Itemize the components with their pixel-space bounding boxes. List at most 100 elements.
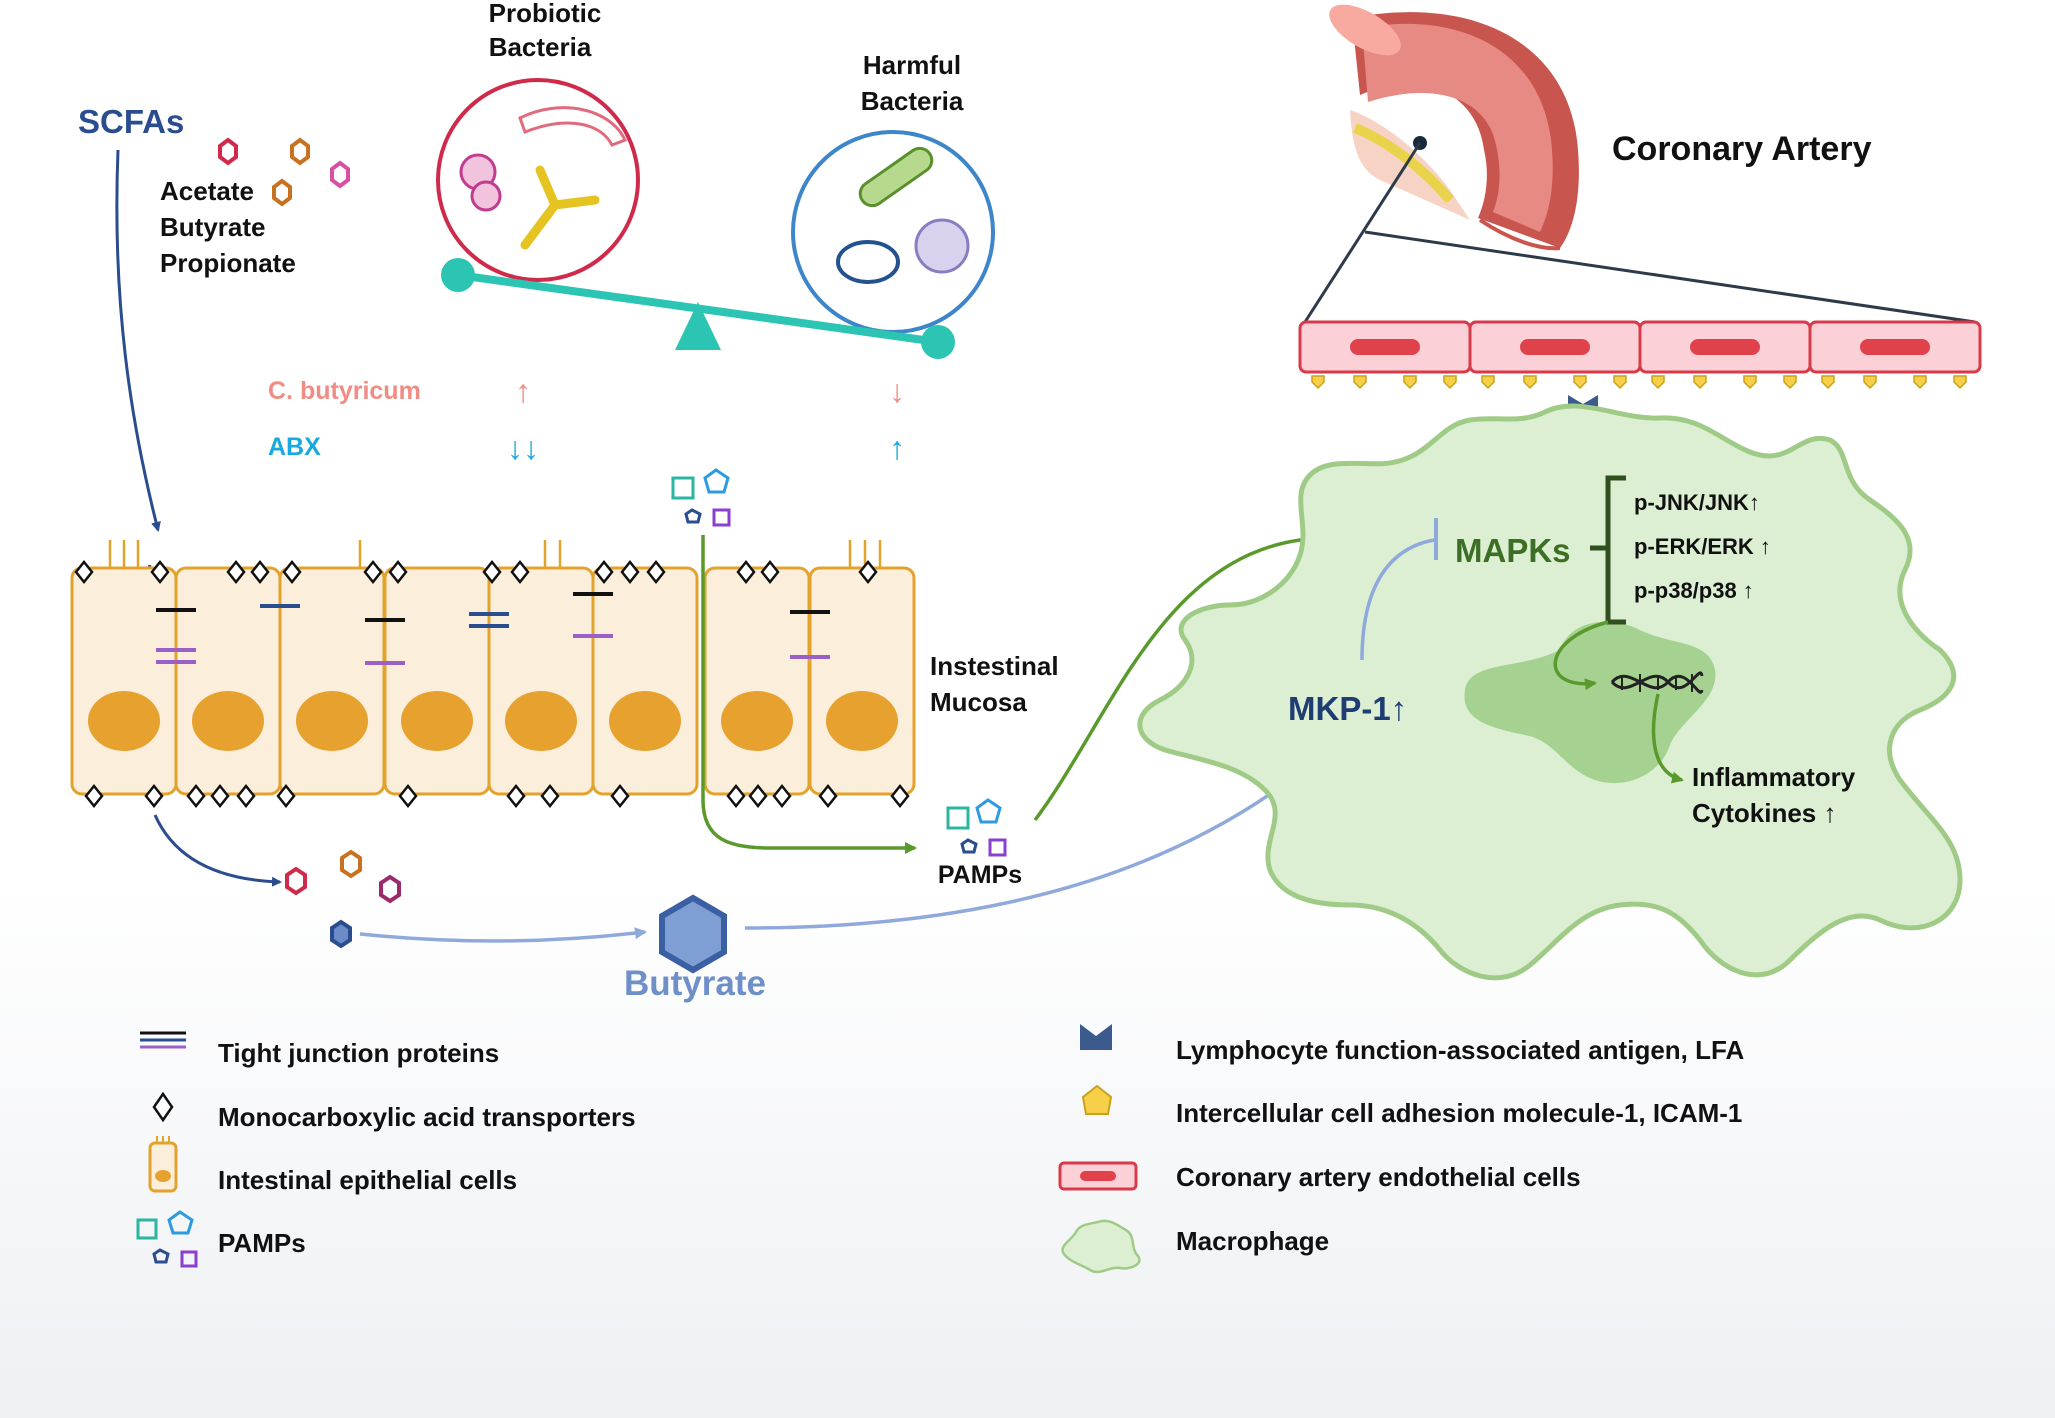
scfa-acetate: Acetate [160,176,254,206]
butyrate-label: Butyrate [624,964,766,1003]
mct-transporter [236,783,256,809]
endothelial-nucleus [1690,339,1760,355]
mct-transporter [620,559,640,585]
epithelial-cell [703,566,811,796]
legend: Tight junction proteins Monocarboxylic a… [136,1024,1744,1274]
epithelial-cell [591,566,699,796]
icam-molecule [1953,375,1967,390]
cell-nucleus [826,691,898,751]
scfas-title: SCFAs [78,103,184,140]
coronary-artery-illustration [1329,4,1579,251]
epithelial-cell [278,566,386,796]
mct-transporter [646,559,666,585]
zoom-line-right [1364,230,1976,324]
harmful-circle [791,130,995,334]
pamps-arrow-to-mapks [1033,529,1422,822]
legend-lfa: Lymphocyte function-associated antigen, … [1176,1035,1744,1065]
legend-epithelial-icon [148,1136,178,1193]
balance-seesaw [441,258,955,359]
mct-transporter [506,783,526,809]
mct-transporter [186,783,206,809]
mct-transporter [144,783,164,809]
legend-pamps-icon [136,1210,198,1268]
icam-molecule [1821,375,1835,390]
scfa-hexagons [218,137,350,207]
icam-molecule [1743,375,1757,390]
butyrate-hexagon [659,894,727,974]
legend-icam-icon [1081,1084,1113,1115]
icam-molecule [1913,375,1927,390]
coronary-artery-title: Coronary Artery [1612,130,1872,168]
harmful-label-2: Bacteria [861,86,964,116]
cell-nucleus [401,691,473,751]
c-butyricum-harmful-arrow: ↓ [889,373,905,409]
scfa-arrow-out [153,814,282,887]
mct-transporter [282,559,302,585]
icam-molecule [1403,375,1417,390]
mct-transporter [74,559,94,585]
cell-nucleus [609,691,681,751]
mct-transporter [772,783,792,809]
icam-molecule [1613,375,1627,390]
mct-transporter [736,559,756,585]
endothelial-nucleus [1860,339,1930,355]
icam-molecule [1481,375,1495,390]
scfa-arrow [115,149,161,532]
pamps-arrow-through-mucosa [701,535,917,854]
intestinal-epithelium [70,540,916,809]
endothelial-nucleus [1350,339,1420,355]
mapk-bracket [1590,475,1626,625]
mapks-label: MAPKs [1455,532,1571,569]
legend-tight-junction-icon [140,1031,186,1049]
mct-transporter [150,559,170,585]
cytokines-label-1: Inflammatory [1692,762,1856,792]
mct-transporter [760,559,780,585]
icam-molecule [1693,375,1707,390]
dna-to-cytokines-arrow [1651,693,1684,784]
mct-transporter [610,783,630,809]
legend-icam: Intercellular cell adhesion molecule-1, … [1176,1098,1742,1128]
legend-mct: Monocarboxylic acid transporters [218,1102,636,1132]
legend-epithelial: Intestinal epithelial cells [218,1165,517,1195]
legend-macrophage-icon [1061,1219,1141,1274]
abx-harmful-arrow: ↑ [889,430,905,466]
probiotic-label-2: Bacteria [489,32,592,62]
icam-molecule [1443,375,1457,390]
legend-macrophage: Macrophage [1176,1226,1329,1256]
probiotic-label-1: Probiotic [489,0,602,28]
cytokines-label-2: Cytokines ↑ [1692,798,1837,828]
icam-molecule [1311,375,1325,390]
legend-tight-junction: Tight junction proteins [218,1038,499,1068]
legend-mct-icon [152,1091,174,1123]
cell-nucleus [721,691,793,751]
legend-lfa-icon [1080,1024,1112,1050]
mct-transporter [726,783,746,809]
mct-transporter [510,559,530,585]
icam-molecule [1651,375,1665,390]
pamps-bottom-group [946,798,1007,857]
icam-molecule [1523,375,1537,390]
mct-transporter [748,783,768,809]
mct-transporter [388,559,408,585]
mct-transporter [363,559,383,585]
zoom-line-left [1303,142,1422,323]
abx-label: ABX [268,433,321,461]
endothelial-nucleus [1520,339,1590,355]
abx-probiotic-arrow: ↓↓ [507,430,539,466]
mkp1-label: MKP-1↑ [1288,690,1407,727]
epithelial-cell [383,566,491,796]
c-butyricum-label: C. butyricum [268,377,421,405]
icam-molecule [1783,375,1797,390]
cell-nucleus [505,691,577,751]
epithelial-cell [174,566,282,796]
mct-transporter [594,559,614,585]
mapk-to-dna-arrow [1553,620,1609,691]
pamps-label: PAMPs [938,861,1022,889]
mct-transporter [818,783,838,809]
mct-transporter [210,783,230,809]
cell-nucleus [296,691,368,751]
mct-transporter [250,559,270,585]
mucosa-label-2: Mucosa [930,687,1027,717]
marker-p-jnk: p-JNK/JNK↑ [1634,490,1760,515]
